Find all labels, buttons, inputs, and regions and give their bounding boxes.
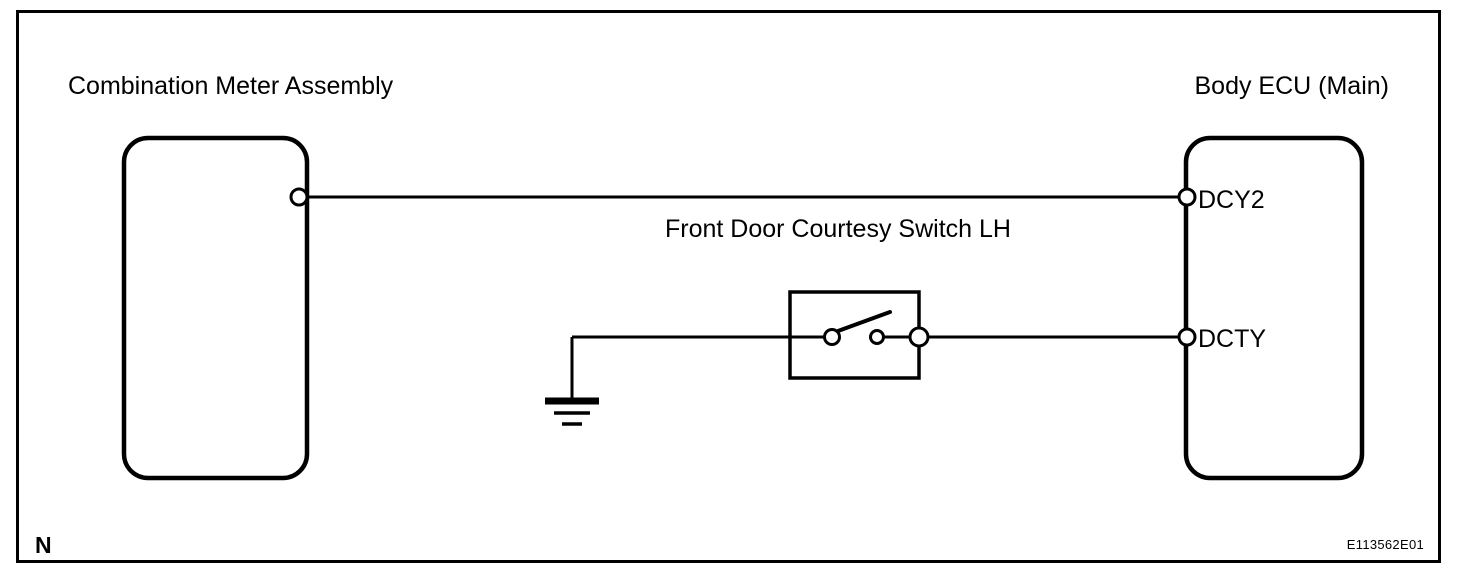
switch-pivot-node [823, 328, 841, 346]
diagram-border [16, 10, 1441, 563]
combination-meter-label: Combination Meter Assembly [68, 72, 394, 100]
switch-terminal-node [908, 326, 930, 348]
courtesy-switch-label: Front Door Courtesy Switch LH [665, 215, 1011, 243]
terminal-label-dcty: DCTY [1198, 325, 1266, 353]
combination-meter-box [121, 135, 310, 481]
body-ecu-box [1183, 135, 1365, 481]
figure-marker: N [35, 532, 52, 558]
courtesy-switch-body [788, 290, 921, 380]
terminal-label-dcy2: DCY2 [1198, 186, 1265, 214]
ecu-terminal-node-dcy2 [1177, 187, 1197, 207]
ecu-terminal-node-dcty [1177, 327, 1197, 347]
switch-contact-node [869, 329, 885, 345]
reference-code: E113562E01 [1347, 537, 1424, 552]
body-ecu-label: Body ECU (Main) [1195, 72, 1390, 100]
switch-lever-arm [836, 310, 892, 333]
meter-terminal-node [289, 187, 309, 207]
